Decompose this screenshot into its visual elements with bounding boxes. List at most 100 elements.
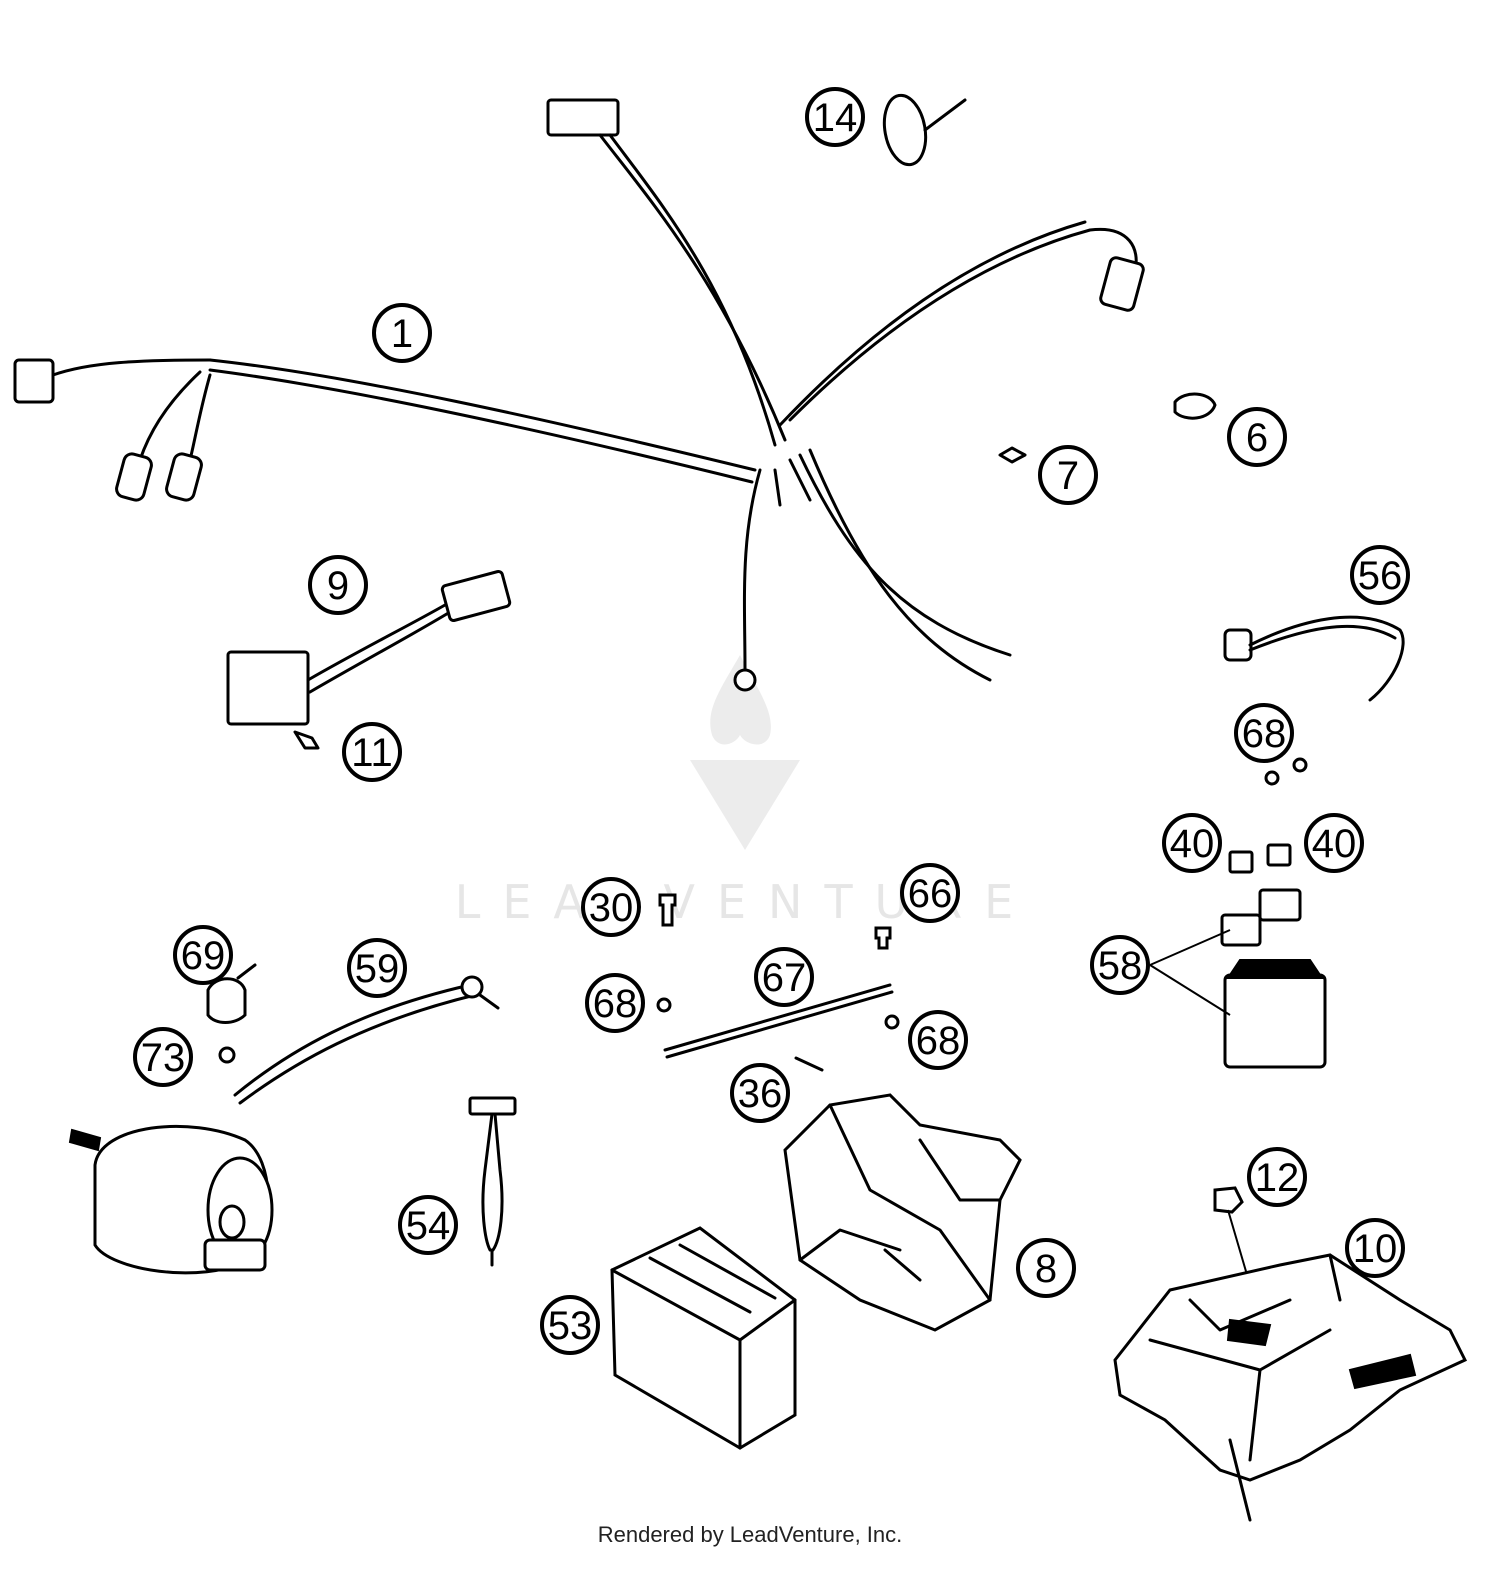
- nut: [218, 1046, 236, 1064]
- callout-11: 11: [342, 722, 402, 782]
- wiring-harness: [13, 98, 1145, 692]
- bolt: [874, 926, 892, 950]
- callout-label: 40: [1312, 822, 1357, 866]
- callout-circle: [900, 863, 960, 923]
- callout-1: 1: [372, 303, 432, 363]
- callout-circle: [1038, 445, 1098, 505]
- callout-58: 58: [1090, 935, 1150, 995]
- callout-label: 67: [762, 956, 807, 1000]
- callout-label: 68: [1242, 712, 1287, 756]
- callout-73: 73: [133, 1027, 193, 1087]
- callout-label: 54: [406, 1204, 451, 1248]
- callout-36: 36: [730, 1063, 790, 1123]
- callout-circle: [585, 973, 645, 1033]
- callout-59: 59: [347, 938, 407, 998]
- callout-9: 9: [308, 555, 368, 615]
- callout-label: 66: [908, 872, 953, 916]
- footer-credit: Rendered by LeadVenture, Inc.: [597, 1522, 903, 1547]
- callout-label: 12: [1255, 1156, 1300, 1200]
- callout-circle: [398, 1195, 458, 1255]
- battery-box: [783, 1093, 1022, 1332]
- callout-label: 68: [916, 1019, 961, 1063]
- callout-circle: [908, 1010, 968, 1070]
- callout-label: 40: [1170, 822, 1215, 866]
- nut: [1292, 757, 1308, 773]
- callout-69: 69: [173, 925, 233, 985]
- nut: [1213, 1186, 1244, 1214]
- callout-68c: 68: [908, 1010, 968, 1070]
- callout-circle: [1345, 1218, 1405, 1278]
- callout-circle: [540, 1295, 600, 1355]
- callout-68a: 68: [1234, 703, 1294, 763]
- clip: [1173, 392, 1217, 420]
- callout-14: 14: [805, 87, 865, 147]
- callout-circle: [730, 1063, 790, 1123]
- bolt: [658, 893, 677, 927]
- callout-circle: [133, 1027, 193, 1087]
- callout-53: 53: [540, 1295, 600, 1355]
- callout-circle: [1350, 545, 1410, 605]
- nut: [884, 1014, 900, 1030]
- watermark-logo: [690, 655, 800, 850]
- callout-label: 9: [327, 564, 349, 608]
- callout-circle: [754, 947, 814, 1007]
- callout-label: 68: [593, 982, 638, 1026]
- callout-8: 8: [1016, 1238, 1076, 1298]
- screw: [293, 730, 320, 750]
- callout-12: 12: [1247, 1147, 1307, 1207]
- nut: [1264, 770, 1280, 786]
- battery-strap: [663, 983, 892, 1052]
- callout-circle: [372, 303, 432, 363]
- callout-56: 56: [1350, 545, 1410, 605]
- nut: [656, 997, 672, 1013]
- callout-label: 6: [1246, 416, 1268, 460]
- callout-circle: [1162, 813, 1222, 873]
- callout-circle: [1016, 1238, 1076, 1298]
- callout-68b: 68: [585, 973, 645, 1033]
- regulator-rectifier: [226, 569, 512, 726]
- cable-tie: [882, 93, 967, 167]
- callout-circle: [1247, 1147, 1307, 1207]
- callout-54: 54: [398, 1195, 458, 1255]
- callout-label: 1: [391, 312, 413, 356]
- screw: [794, 1056, 824, 1072]
- callout-67: 67: [754, 947, 814, 1007]
- battery-strap: [665, 990, 894, 1059]
- callout-label: 53: [548, 1304, 593, 1348]
- terminal-cover-bolt: [236, 963, 257, 980]
- clip-small: [998, 446, 1027, 464]
- fuse: [1266, 843, 1292, 867]
- battery-cable: [1223, 615, 1405, 702]
- starter-cable: [233, 975, 500, 1105]
- callout-30: 30: [581, 877, 641, 937]
- callout-circle: [1090, 935, 1150, 995]
- callout-66: 66: [900, 863, 960, 923]
- callout-label: 36: [738, 1072, 783, 1116]
- callout-circle: [342, 722, 402, 782]
- callout-circle: [1227, 407, 1287, 467]
- callout-label: 58: [1098, 944, 1143, 988]
- callout-circle: [1304, 813, 1364, 873]
- battery: [610, 1226, 797, 1450]
- callout-label: 8: [1035, 1247, 1057, 1291]
- starter-relay: [1149, 888, 1327, 1069]
- callout-label: 30: [589, 886, 634, 930]
- callout-circle: [1234, 703, 1294, 763]
- fuse: [1228, 850, 1254, 874]
- callout-label: 59: [355, 947, 400, 991]
- fuse-holder: [468, 1096, 517, 1267]
- callout-label: 7: [1057, 454, 1079, 498]
- callout-label: 11: [351, 731, 393, 775]
- terminal-cover: [206, 977, 247, 1024]
- callout-label: 73: [141, 1036, 186, 1080]
- callout-circle: [308, 555, 368, 615]
- callout-label: 69: [181, 934, 226, 978]
- callout-circle: [805, 87, 865, 147]
- callout-label: 10: [1353, 1227, 1398, 1271]
- electronics-tray: [1113, 1253, 1468, 1522]
- callout-10: 10: [1345, 1218, 1405, 1278]
- callout-label: 14: [813, 96, 858, 140]
- starter-motor: [68, 1124, 274, 1275]
- callout-circle: [173, 925, 233, 985]
